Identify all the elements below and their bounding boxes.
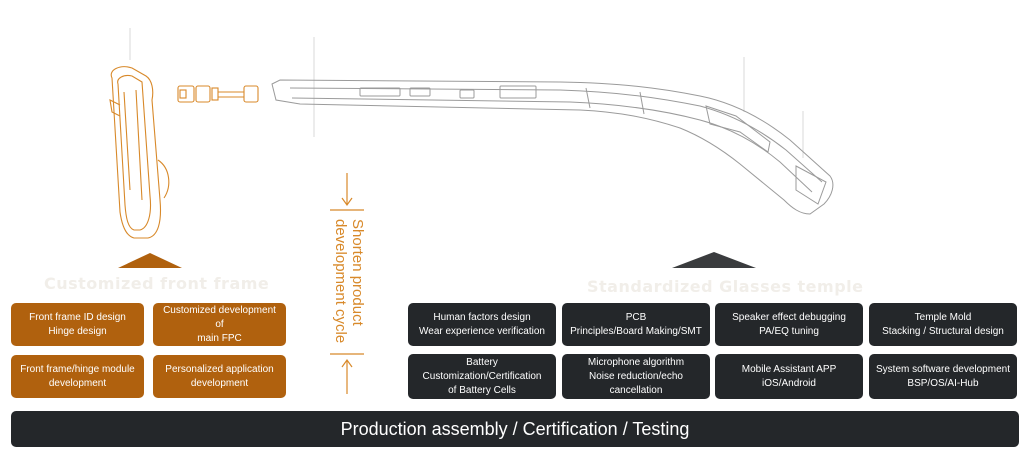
item-line: of Battery Cells [448, 384, 516, 396]
item-line: Hinge design [48, 325, 107, 337]
item-line: Front frame/hinge module [20, 363, 135, 375]
item-line: main FPC [197, 332, 242, 344]
item-line: development [190, 377, 249, 389]
front-frame-title: Customized front frame [44, 274, 270, 293]
item-line: Principles/Board Making/SMT [570, 325, 702, 337]
item-line: cancellation [609, 384, 663, 396]
front-frame-pointer [118, 253, 182, 268]
item-line: Human factors design [433, 311, 531, 323]
production-bar-label: Production assembly / Certification / Te… [340, 418, 690, 439]
item-line: PCB [625, 311, 647, 323]
temple-pointer [672, 252, 756, 268]
item-line: development [48, 377, 107, 389]
temple-title: Standardized Glasses temple [587, 277, 864, 296]
item-line: Mobile Assistant APP [741, 363, 837, 375]
item-line: Microphone algorithm [587, 356, 685, 368]
front-frame-drawing [109, 66, 170, 239]
item-line: Personalized application [165, 363, 274, 375]
item-line: Front frame ID design [29, 311, 126, 323]
shorten-cycle-arrows [330, 173, 364, 394]
production-bar: Production assembly / Certification / Te… [11, 411, 1019, 447]
item-line: System software development [876, 363, 1010, 375]
item-line: Speaker effect debugging [732, 311, 846, 323]
shorten-cycle-label: Shorten product development cycle [331, 211, 371, 361]
temple-arm-drawing [271, 79, 834, 215]
front-frame-item-3: Front frame/hinge module development [11, 355, 144, 398]
item-line: Stacking / Structural design [882, 325, 1004, 337]
temple-item-7: Mobile Assistant APP iOS/Android [715, 354, 863, 399]
item-line: Battery [466, 356, 498, 368]
hinge-drawing [177, 85, 259, 103]
item-line: Wear experience verification [419, 325, 545, 337]
front-frame-item-4: Personalized application development [153, 355, 286, 398]
item-line: iOS/Android [762, 377, 816, 389]
item-line: Noise reduction/echo [589, 370, 683, 382]
shorten-cycle-line2: development cycle [332, 219, 349, 344]
item-line: Customized development of [163, 304, 276, 330]
item-line: BSP/OS/AI-Hub [907, 377, 979, 389]
shorten-cycle-line1: Shorten product [349, 219, 366, 326]
item-line: Customization/Certification [422, 370, 542, 382]
item-line: Temple Mold [914, 311, 972, 323]
front-frame-item-2: Customized development of main FPC [153, 303, 286, 346]
item-line: PA/EQ tuning [759, 325, 819, 337]
temple-item-2: PCB Principles/Board Making/SMT [562, 303, 710, 346]
